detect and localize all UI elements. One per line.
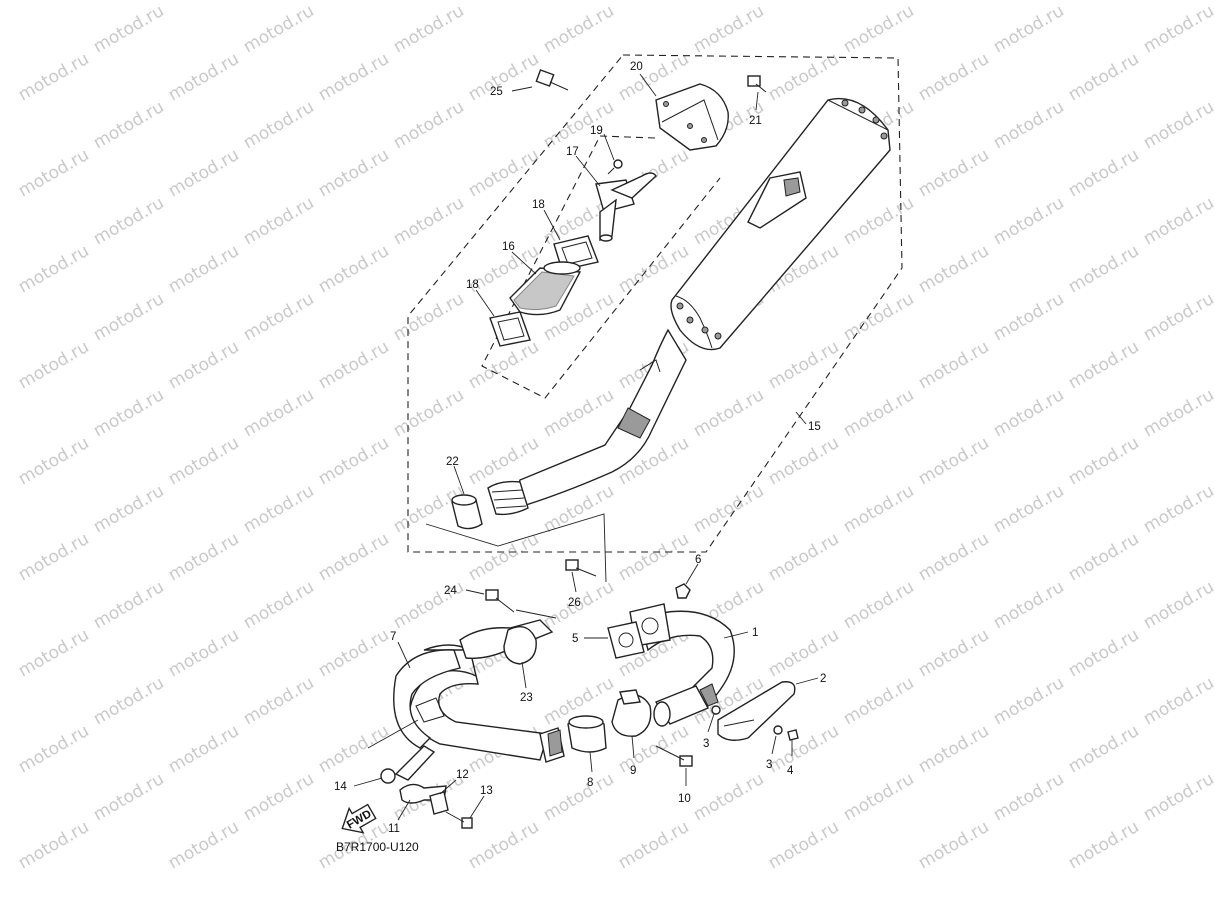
callout-10: 10 [678,793,691,805]
callout-8: 8 [587,777,593,789]
nut-6 [675,583,691,599]
bolt-4 [787,729,799,741]
gasket-ring-22 [451,494,483,530]
callout-9: 9 [630,765,636,777]
callout-2: 2 [820,673,826,685]
bolt-25 [535,69,569,91]
fwd-arrow-icon: FWD [341,803,377,834]
callout-3-left: 3 [703,738,709,750]
callout-16: 16 [502,241,515,253]
callout-18-lower: 18 [466,279,479,291]
gasket-5 [607,621,645,659]
inner-pipe [509,261,582,316]
muffler [487,98,891,516]
callout-1: 1 [752,627,758,639]
callout-15: 15 [808,421,821,433]
muffler-assembly-outline [407,54,903,553]
callout-3-right: 3 [766,759,772,771]
callout-13: 13 [480,785,493,797]
end-cap-cover [655,83,729,151]
washer-3a [711,705,721,715]
callout-20: 20 [630,61,643,73]
relation-line-22 [425,513,607,583]
callout-4: 4 [787,765,794,777]
callout-6: 6 [695,554,701,566]
callout-23: 23 [520,692,533,704]
relation-line-7 [367,719,419,749]
bolt-21 [747,75,767,93]
bolt-24 [485,589,515,613]
tail-pipe [595,172,657,242]
callout-17: 17 [566,146,579,158]
callout-22: 22 [446,456,459,468]
collar-12 [429,791,449,815]
callout-layer: 25 20 21 19 17 18 16 18 15 22 6 26 [334,61,826,835]
bracket-23 [459,619,554,665]
callout-24: 24 [444,585,457,597]
callout-11: 11 [388,823,400,835]
exhaust-pipe-1 [629,603,735,727]
bolt-13 [445,811,473,829]
callout-18-upper: 18 [532,199,545,211]
bracket-14 [380,745,436,784]
callout-12: 12 [456,769,469,781]
gasket-18-lower [489,311,531,347]
bolt-10 [655,745,693,767]
callout-19: 19 [590,125,603,137]
callout-21: 21 [749,115,762,127]
clamp-9 [611,689,652,737]
relation-line-24 [515,609,557,619]
washer-3b [773,725,783,735]
protector-2 [717,681,796,741]
internal-parts-outline [481,135,721,399]
bolt-26 [565,559,597,577]
drawing-code: B7R1700-U120 [336,840,419,854]
callout-7: 7 [390,631,396,643]
gasket-ring-8 [567,715,607,753]
callout-26: 26 [568,597,581,609]
callout-14: 14 [334,781,347,793]
callout-25: 25 [490,86,503,98]
exhaust-pipe-7 [393,644,565,763]
screw-19 [607,159,623,175]
callout-5: 5 [572,633,578,645]
